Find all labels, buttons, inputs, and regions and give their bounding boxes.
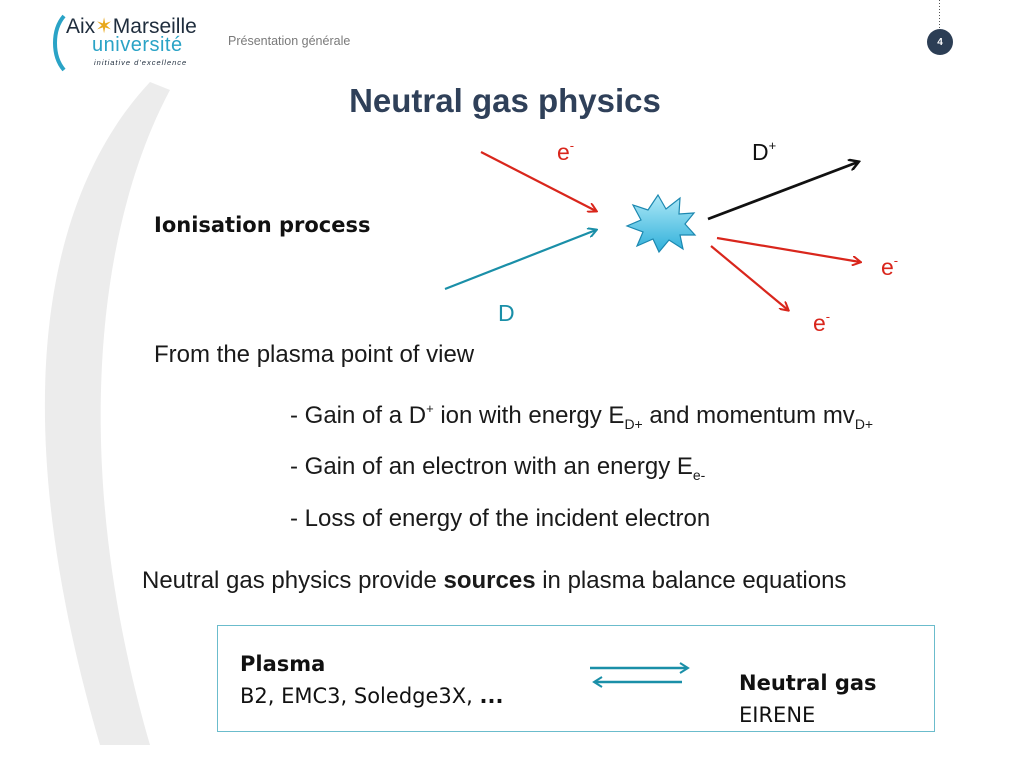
star-burst-icon <box>625 193 697 254</box>
plasma-code-heading: Plasma <box>240 652 326 676</box>
outgoing-electron-arrow-1 <box>716 236 860 262</box>
neutral-code-heading: Neutral gas <box>739 671 877 695</box>
neutral-deuterium-label: D <box>498 300 515 326</box>
deuterium-ion-label: D+ <box>752 138 777 165</box>
outgoing-electron-label-1: e- <box>881 253 899 280</box>
neutral-code-name: EIRENE <box>739 703 816 727</box>
summary-sentence: Neutral gas physics provide sources in p… <box>142 567 847 594</box>
logo-text-main: Aix✶Marseille <box>66 15 197 38</box>
incoming-electron-label: e- <box>557 138 575 165</box>
outgoing-electron-arrow-2 <box>710 245 788 310</box>
plasma-code-list: B2, EMC3, Soledge3X, ... <box>240 684 504 708</box>
ionisation-diagram <box>444 151 1024 400</box>
incoming-electron-arrow <box>480 151 596 211</box>
double-arrow-icon <box>590 662 690 688</box>
section-title: Présentation générale <box>228 34 351 48</box>
university-logo: Aix✶Marseille université initiative d'ex… <box>48 12 208 72</box>
deuterium-ion-arrow <box>707 162 858 221</box>
bullet-ion-gain: - Gain of a D+ ion with energy ED+ and m… <box>290 401 874 432</box>
page-title: Neutral gas physics <box>349 82 661 119</box>
outgoing-electron-label-2: e- <box>813 309 831 336</box>
page-indicator-line <box>939 0 940 30</box>
logo-star-icon: ✶ <box>95 15 113 38</box>
page-number-badge: 4 <box>927 29 953 55</box>
logo-text-tagline: initiative d'excellence <box>94 58 188 67</box>
bullet-energy-loss: - Loss of energy of the incident electro… <box>290 505 711 532</box>
bullet-electron-gain: - Gain of an electron with an energy Ee- <box>290 453 706 483</box>
neutral-deuterium-arrow <box>444 230 596 291</box>
logo-text-universite: université <box>92 34 183 56</box>
logo-bracket-icon <box>53 14 66 72</box>
codes-box: Plasma B2, EMC3, Soledge3X, ... Neutral … <box>217 625 935 732</box>
ionisation-process-label: Ionisation process <box>154 213 371 237</box>
plasma-view-heading: From the plasma point of view <box>154 341 475 368</box>
decorative-crescent <box>44 82 170 745</box>
